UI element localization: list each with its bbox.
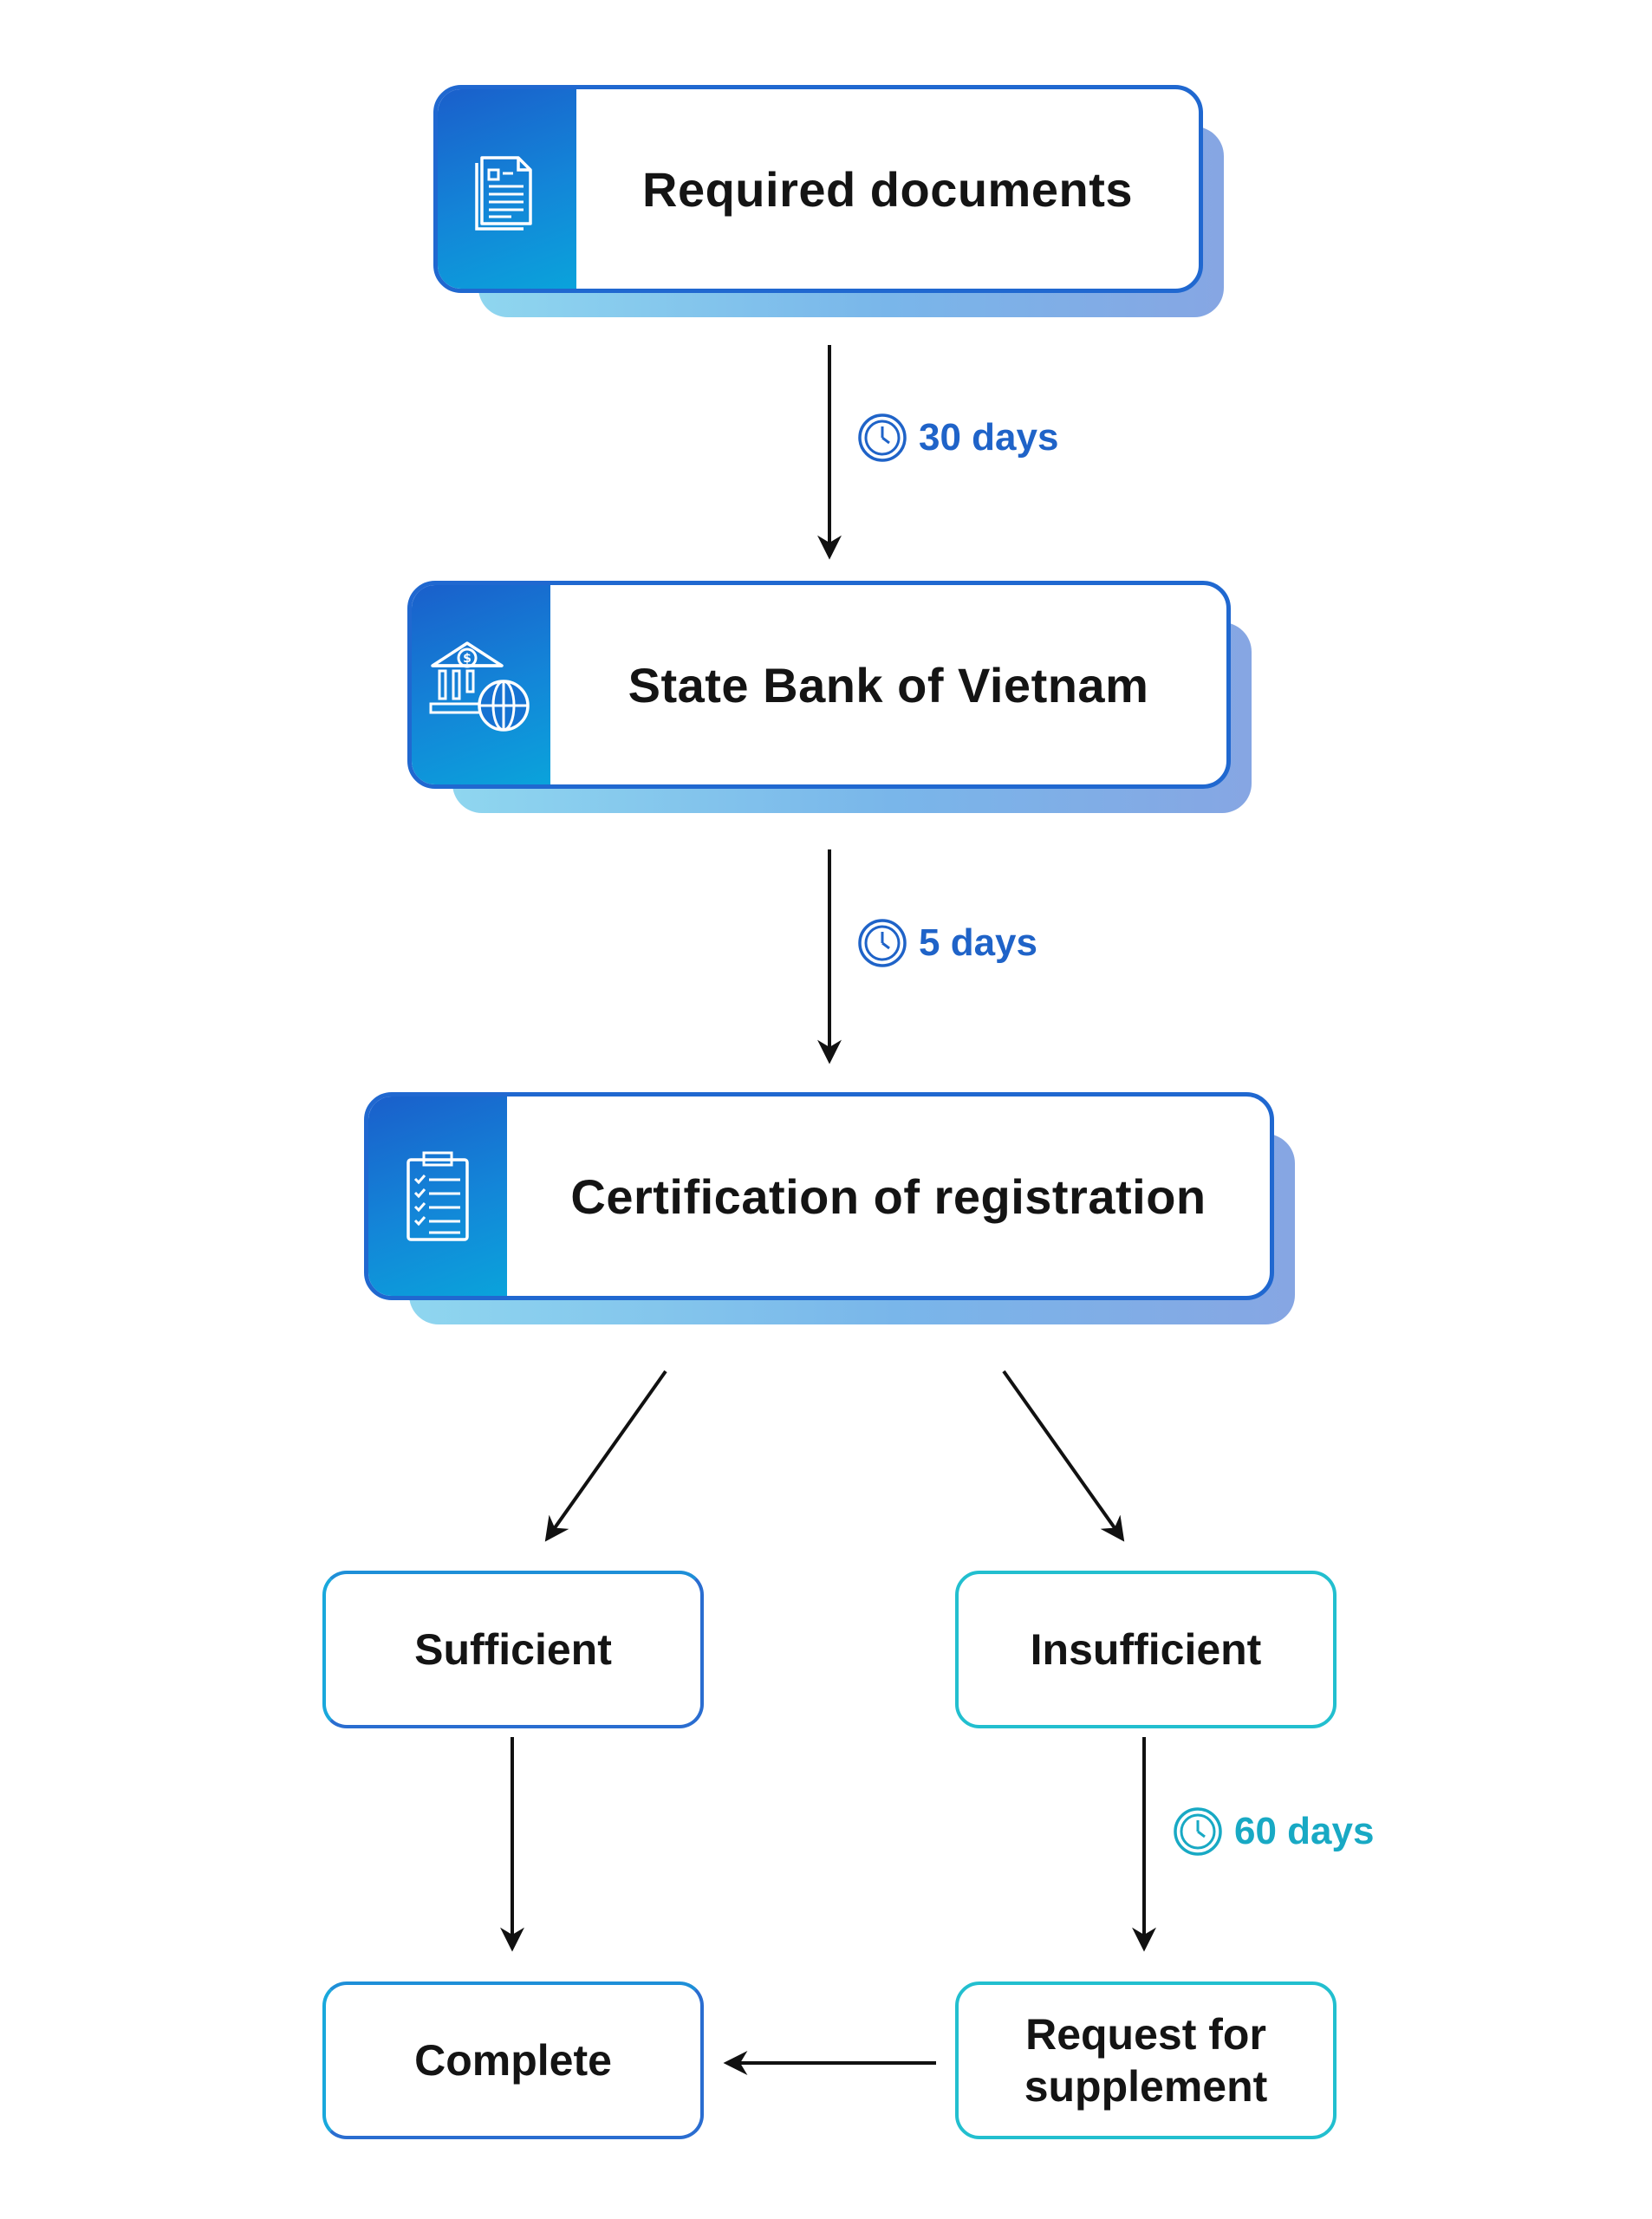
checklist-clipboard-icon (406, 1151, 469, 1241)
card: Certification of registration (364, 1092, 1274, 1300)
timing-label: 60 days (1234, 1810, 1375, 1852)
timing-label: 5 days (919, 921, 1037, 964)
timing-60-days: 60 days (1172, 1806, 1374, 1858)
bank-globe-icon: $ (429, 641, 530, 732)
request-line-1: Request for (1025, 2010, 1266, 2059)
outcome-insufficient: Insufficient (955, 1571, 1337, 1728)
card: Required documents (433, 85, 1203, 293)
document-icon (475, 156, 532, 231)
arrow-cert-to-sufficient (544, 1370, 667, 1542)
arrow-cert-to-insufficient (1002, 1370, 1125, 1542)
step-required-documents: Required documents (433, 85, 1224, 319)
card: $ State Bank of Vietnam (407, 581, 1231, 789)
clock-icon (1174, 1807, 1222, 1856)
step-label: State Bank of Vietnam (628, 657, 1149, 713)
step-label: Certification of registration (570, 1168, 1206, 1224)
svg-text:$: $ (463, 652, 472, 666)
outcome-complete: Complete (322, 1981, 704, 2139)
icon-panel: $ (412, 585, 550, 784)
icon-panel (368, 1096, 507, 1296)
timing-5-days: 5 days (856, 917, 1037, 969)
outcome-sufficient: Sufficient (322, 1571, 704, 1728)
icon-panel (438, 89, 576, 289)
clock-icon (858, 413, 907, 462)
step-certification: Certification of registration (364, 1092, 1295, 1326)
timing-30-days: 30 days (856, 412, 1058, 464)
step-label: Required documents (642, 161, 1133, 217)
request-line-2: supplement (1024, 2062, 1268, 2111)
clock-icon (858, 919, 907, 967)
outcome-request-for-supplement: Request for supplement (955, 1981, 1337, 2139)
timing-label: 30 days (919, 416, 1059, 459)
step-state-bank: $ State Bank of Vietnam (407, 581, 1252, 815)
